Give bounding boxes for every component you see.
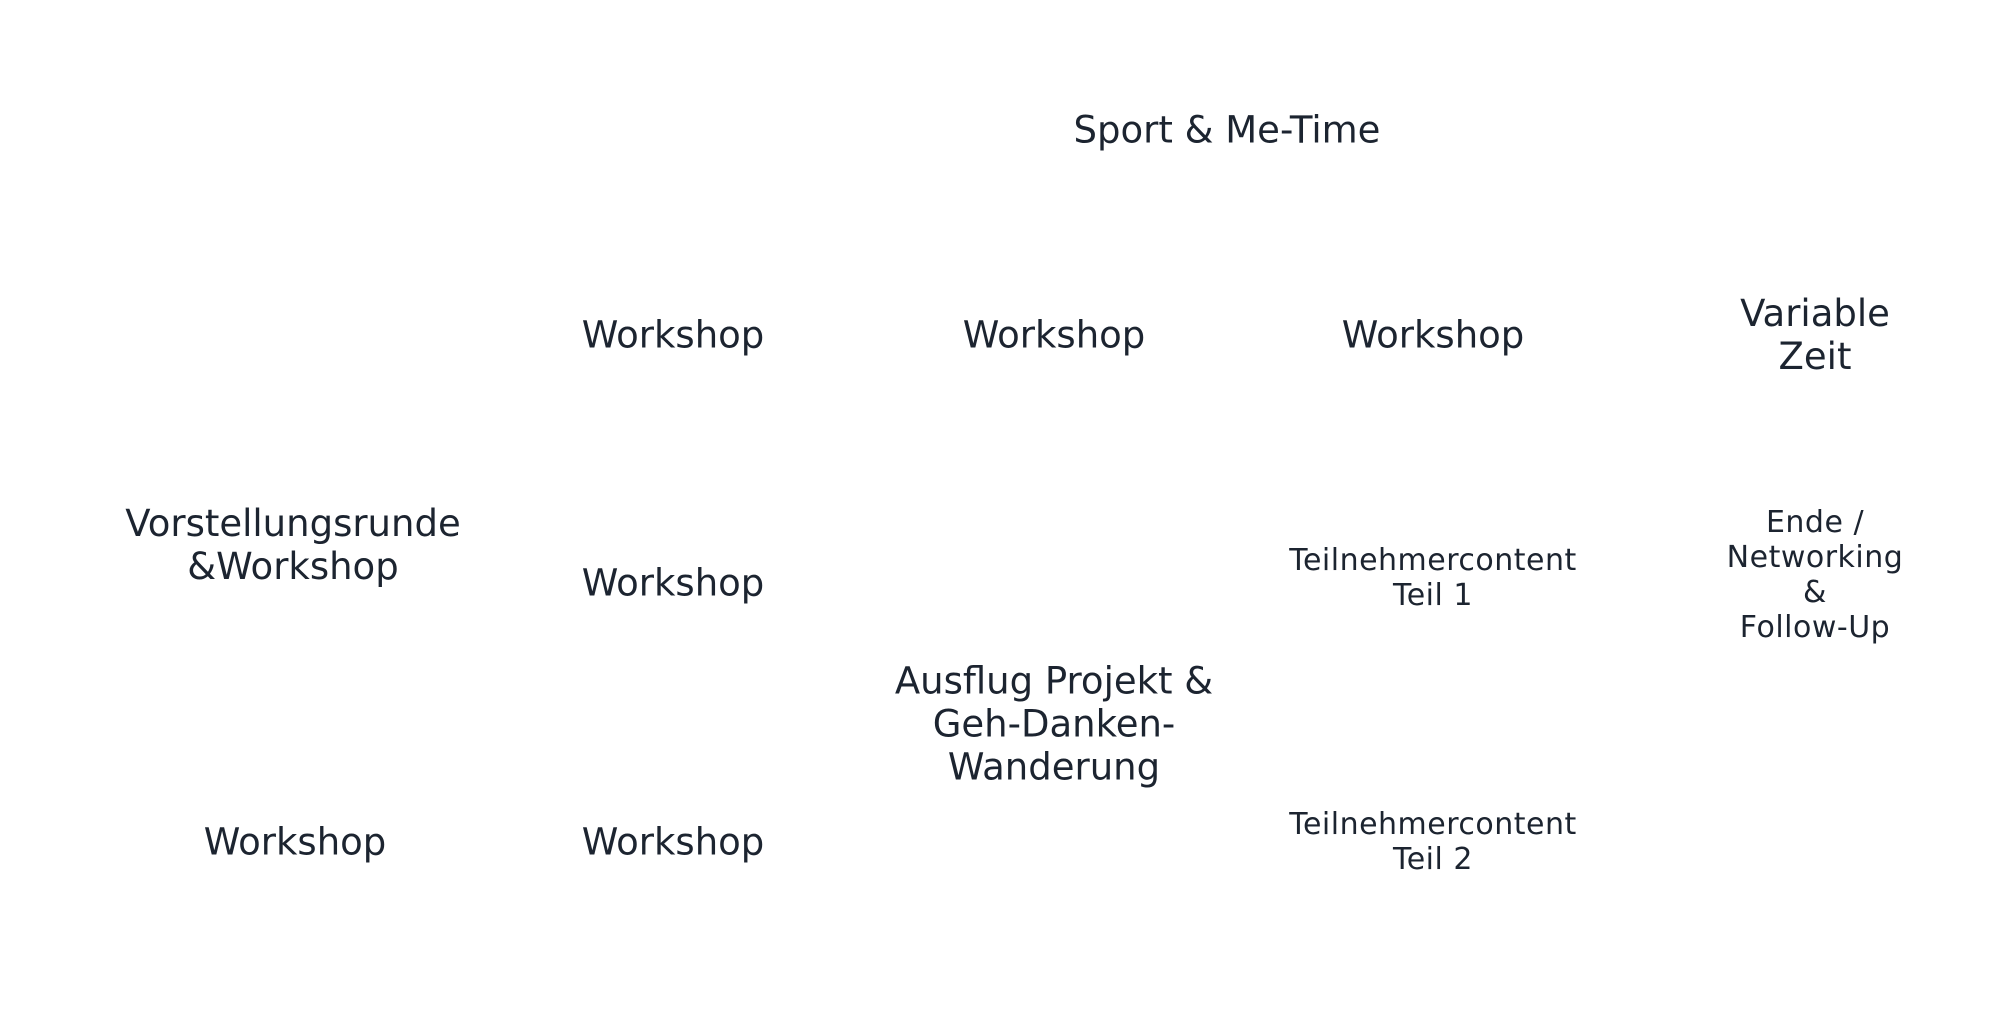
slot-row1-col3: Workshop — [962, 313, 1146, 357]
slot-row3-col2: Workshop — [581, 820, 765, 864]
slot-row1-col2: Workshop — [581, 313, 765, 357]
slot-row3-col4: Teilnehmercontent Teil 2 — [1289, 807, 1577, 877]
slot-row2-col2: Workshop — [581, 561, 765, 605]
slot-row2-col1: Vorstellungsrunde &Workshop — [125, 502, 461, 588]
page-title: Sport & Me-Time — [1073, 108, 1381, 152]
slot-row1-col5: Variable Zeit — [1740, 292, 1890, 378]
slot-row1-col4: Workshop — [1341, 313, 1525, 357]
slot-row2b-col3: Ausflug Projekt & Geh-Danken- Wanderung — [894, 659, 1214, 789]
slot-row2-col4: Teilnehmercontent Teil 1 — [1289, 543, 1577, 613]
slot-row2-col5: Ende / Networking & Follow-Up — [1726, 505, 1904, 645]
slot-row3-col1: Workshop — [203, 820, 387, 864]
